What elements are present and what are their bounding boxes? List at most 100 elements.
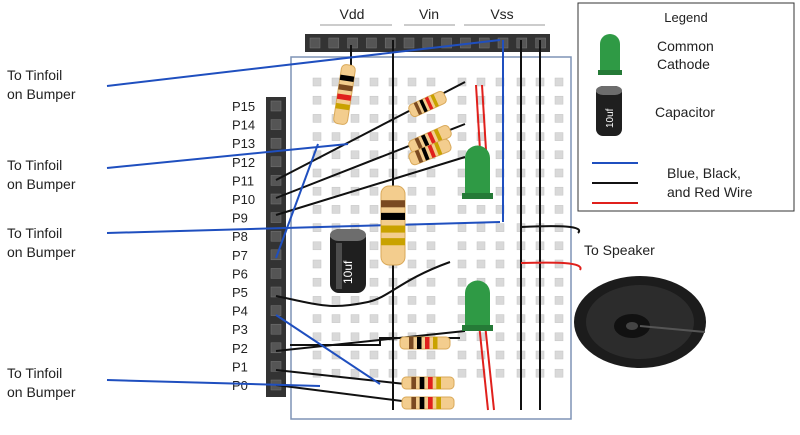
breadboard-hole xyxy=(457,332,467,342)
breadboard-hole xyxy=(426,314,436,323)
io-pin-header xyxy=(266,97,286,397)
speaker-black-wire xyxy=(520,225,581,234)
breadboard-hole xyxy=(554,186,564,196)
breadboard-hole xyxy=(312,259,322,269)
resistor xyxy=(401,376,455,390)
legend-capacitor-marking: 10uf xyxy=(605,108,616,128)
breadboard-hole xyxy=(331,296,341,305)
breadboard-hole xyxy=(457,132,467,141)
breadboard-hole xyxy=(554,277,564,287)
breadboard-hole xyxy=(331,186,341,196)
breadboard-hole xyxy=(476,241,486,251)
breadboard-hole xyxy=(495,314,505,323)
breadboard-hole xyxy=(350,150,360,160)
vss-label: Vss xyxy=(490,6,513,22)
pin-label-p10: P10 xyxy=(232,192,255,207)
p4-blue-wire xyxy=(275,314,381,385)
breadboard-hole xyxy=(554,368,564,378)
breadboard-hole xyxy=(426,259,436,269)
speaker-label: To Speaker xyxy=(584,242,655,258)
bumper-label-line2: on Bumper xyxy=(7,176,76,192)
breadboard-hole xyxy=(312,95,322,105)
bumper-label-line2: on Bumper xyxy=(7,384,76,400)
breadboard-hole xyxy=(554,114,564,123)
breadboard-hole xyxy=(426,168,436,178)
breadboard-hole xyxy=(369,223,379,232)
breadboard-hole xyxy=(369,241,379,251)
p9-wire xyxy=(275,156,466,216)
bumper-label-line2: on Bumper xyxy=(7,86,76,102)
breadboard-hole xyxy=(407,368,417,378)
resistor xyxy=(399,336,451,350)
breadboard-hole xyxy=(407,259,417,269)
legend-capacitor-label: Capacitor xyxy=(655,104,715,120)
breadboard-hole xyxy=(350,368,360,378)
breadboard-hole xyxy=(407,186,417,196)
legend: Legend Common Cathode 10uf Capacitor Blu… xyxy=(577,2,795,212)
bumper-label-line1: To Tinfoil xyxy=(7,365,62,381)
header-pin xyxy=(366,37,377,49)
breadboard-hole xyxy=(350,168,360,178)
blue-wires xyxy=(106,39,504,387)
breadboard-hole xyxy=(350,114,360,123)
header-pin xyxy=(422,37,434,49)
legend-title: Legend xyxy=(664,10,707,25)
breadboard-hole xyxy=(554,223,564,232)
breadboard-hole xyxy=(495,241,505,251)
pin-label-p4: P4 xyxy=(232,304,248,319)
breadboard-hole xyxy=(331,332,341,342)
breadboard-hole xyxy=(312,132,322,141)
pin-label-p6: P6 xyxy=(232,266,248,281)
breadboard-hole xyxy=(312,168,322,178)
legend-capacitor-icon: 10uf xyxy=(596,86,622,136)
breadboard-hole xyxy=(369,95,379,105)
breadboard-hole xyxy=(312,241,322,251)
breadboard-hole xyxy=(350,95,360,105)
breadboard-hole xyxy=(369,314,379,323)
breadboard-hole xyxy=(426,77,436,87)
breadboard-hole xyxy=(407,205,417,214)
breadboard-hole xyxy=(350,314,360,323)
breadboard-hole xyxy=(554,205,564,214)
io-pin xyxy=(270,175,282,186)
resistor xyxy=(408,90,447,118)
vdd-label: Vdd xyxy=(340,6,365,22)
breadboard-hole xyxy=(554,259,564,269)
bumper-label-line1: To Tinfoil xyxy=(7,157,62,173)
legend-wires-line1: Blue, Black, xyxy=(667,165,741,181)
led-1 xyxy=(462,145,493,199)
io-pin xyxy=(270,137,282,149)
breadboard-hole xyxy=(312,205,322,214)
legend-wires-line2: and Red Wire xyxy=(667,184,753,200)
breadboard-hole xyxy=(369,114,379,123)
breadboard-hole xyxy=(426,350,436,360)
breadboard-hole xyxy=(369,259,379,269)
breadboard-hole xyxy=(554,332,564,342)
breadboard-hole xyxy=(369,132,379,141)
breadboard-hole xyxy=(457,296,467,305)
breadboard-hole xyxy=(331,150,341,160)
breadboard-hole xyxy=(476,223,486,232)
breadboard-hole xyxy=(426,277,436,287)
breadboard-hole xyxy=(407,296,417,305)
p2-wire xyxy=(275,330,466,352)
pin-label-p12: P12 xyxy=(232,155,255,170)
breadboard-hole xyxy=(495,332,505,342)
breadboard-hole xyxy=(369,186,379,196)
breadboard-hole xyxy=(312,186,322,196)
bumper-wire-3 xyxy=(106,221,501,234)
breadboard-hole xyxy=(476,259,486,269)
p0-wire xyxy=(275,384,411,403)
breadboard-hole xyxy=(554,150,564,160)
pin-label-p8: P8 xyxy=(232,229,248,244)
legend-led-line1: Common xyxy=(657,38,714,54)
io-pin xyxy=(270,212,282,223)
breadboard-hole xyxy=(350,205,360,214)
resistor xyxy=(408,138,452,166)
header-pin xyxy=(347,37,358,49)
breadboard-hole xyxy=(312,277,322,287)
bumper-label-line2: on Bumper xyxy=(7,244,76,260)
header-pin xyxy=(384,37,396,49)
